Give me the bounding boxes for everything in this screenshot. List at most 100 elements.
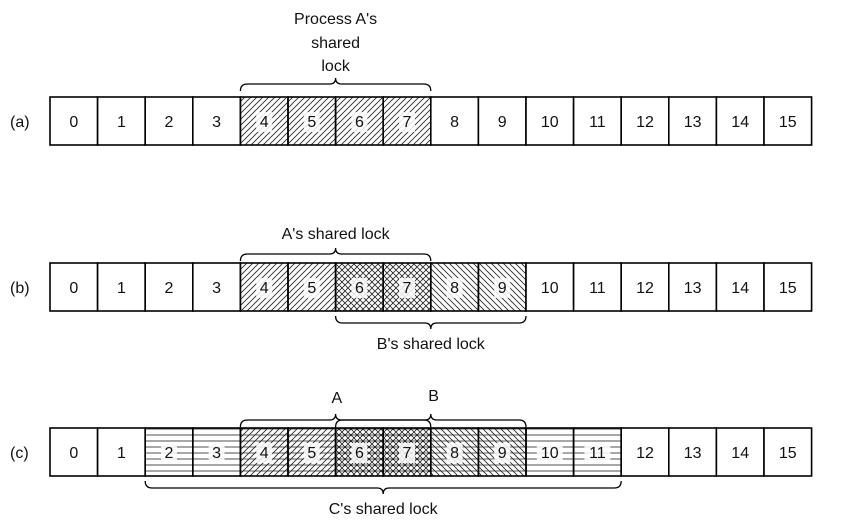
block-number: 10 <box>541 445 559 462</box>
block-number-halo <box>303 112 320 132</box>
block-number: 13 <box>684 114 702 131</box>
block-cell-box <box>49 427 99 477</box>
block-number: 8 <box>450 280 459 297</box>
lock-label: B <box>428 388 439 405</box>
block-cell-box <box>715 96 765 146</box>
block-cell-c-3: 3 <box>192 427 242 477</box>
block-number: 15 <box>779 114 797 131</box>
block-number-halo <box>351 112 368 132</box>
block-cell-a-3: 3 <box>192 96 242 146</box>
lock-label: A's shared lock <box>282 226 391 243</box>
block-number-halo <box>494 278 511 298</box>
block-cell-b-10: 10 <box>525 262 575 312</box>
row-label-b: (b) <box>10 280 30 297</box>
block-cell-a-4: 4 <box>239 96 289 146</box>
block-cell-box <box>144 96 194 146</box>
block-cell-a-6: 6 <box>334 96 385 146</box>
lock-c-c: C's shared lock <box>144 480 622 518</box>
block-cell-box <box>667 262 718 312</box>
block-cell-c-6: 6 <box>334 427 385 477</box>
block-number: 15 <box>779 445 797 462</box>
block-cell-b-5: 5 <box>287 262 337 312</box>
block-cell-c-0: 0 <box>49 427 99 477</box>
block-cell-c-8: 8 <box>429 427 480 477</box>
row-label-a: (a) <box>10 114 30 131</box>
block-cell-c-10: 10 <box>525 427 575 477</box>
block-number-halo <box>256 112 273 132</box>
block-cell-c-13: 13 <box>667 427 718 477</box>
block-cell-a-14: 14 <box>715 96 765 146</box>
block-cell-box <box>49 96 99 146</box>
block-cell-a-9: 9 <box>477 96 527 146</box>
block-cell-b-4: 4 <box>239 262 289 312</box>
block-cell-b-7: 7 <box>382 262 432 312</box>
block-cell-b-2: 2 <box>144 262 194 312</box>
block-number: 5 <box>307 114 316 131</box>
block-cell-a-11: 11 <box>572 96 622 146</box>
block-number: 14 <box>731 445 749 462</box>
block-cell-c-1: 1 <box>96 427 146 477</box>
block-number: 15 <box>779 280 797 297</box>
block-number: 7 <box>403 445 412 462</box>
block-cell-c-14: 14 <box>715 427 765 477</box>
block-number: 14 <box>731 280 749 297</box>
block-number: 1 <box>117 280 126 297</box>
block-number: 4 <box>260 114 269 131</box>
block-cell-box <box>477 96 527 146</box>
block-cell-c-11: 11 <box>572 427 622 477</box>
block-number-halo <box>446 443 463 463</box>
block-cell-b-1: 1 <box>96 262 146 312</box>
lock-label: shared <box>311 35 360 52</box>
block-cell-c-2: 2 <box>144 427 194 477</box>
block-cell-c-5: 5 <box>287 427 337 477</box>
block-cell-b-0: 0 <box>49 262 99 312</box>
block-cell-box <box>192 427 242 477</box>
block-number: 14 <box>731 114 749 131</box>
block-number: 0 <box>69 114 78 131</box>
block-number: 9 <box>498 114 507 131</box>
block-cell-a-10: 10 <box>525 96 575 146</box>
block-number: 7 <box>403 114 412 131</box>
block-number: 5 <box>307 280 316 297</box>
block-number: 12 <box>636 445 654 462</box>
block-cell-b-3: 3 <box>192 262 242 312</box>
block-number: 13 <box>684 280 702 297</box>
block-number: 3 <box>212 114 221 131</box>
block-cell-box <box>620 427 670 477</box>
block-cell-c-12: 12 <box>620 427 670 477</box>
block-cell-a-15: 15 <box>763 96 813 146</box>
block-cell-box <box>620 262 670 312</box>
lock-brace <box>144 480 622 495</box>
lock-b-a: A's shared lock <box>239 226 432 262</box>
block-number: 8 <box>450 445 459 462</box>
block-cell-a-2: 2 <box>144 96 194 146</box>
block-cell-c-15: 15 <box>763 427 813 477</box>
block-cell-box <box>525 262 575 312</box>
block-number-halo <box>399 278 415 298</box>
block-cell-box <box>572 96 622 146</box>
block-cell-box <box>763 96 813 146</box>
block-cell-b-9: 9 <box>477 262 527 312</box>
block-number: 5 <box>307 445 316 462</box>
block-number: 3 <box>212 445 221 462</box>
block-cell-box <box>96 96 146 146</box>
block-number-halo <box>399 112 415 132</box>
block-number: 1 <box>117 114 126 131</box>
block-cell-box <box>667 427 718 477</box>
block-cell-box <box>144 262 194 312</box>
block-number: 12 <box>636 114 654 131</box>
block-number: 8 <box>450 114 459 131</box>
block-cell-a-1: 1 <box>96 96 146 146</box>
block-number: 10 <box>541 280 559 297</box>
block-number-halo <box>494 443 511 463</box>
lock-brace <box>239 77 432 92</box>
block-cell-c-9: 9 <box>477 427 527 477</box>
block-cell-box <box>572 262 622 312</box>
block-cell-box <box>715 427 765 477</box>
lock-c-b: B <box>334 388 527 428</box>
